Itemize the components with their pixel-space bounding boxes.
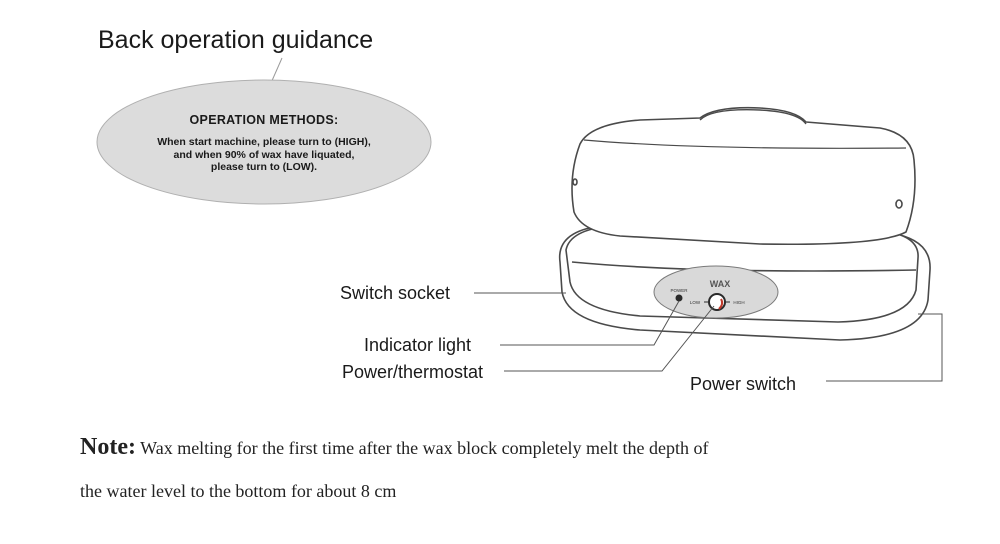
bubble-line-1: When start machine, please turn to (HIGH… (157, 136, 371, 148)
power-text: POWER (670, 288, 688, 293)
device-handle (699, 109, 807, 125)
note-text-1: Wax melting for the first time after the… (140, 438, 709, 458)
label-switch-socket: Switch socket (340, 283, 450, 303)
leader-power-switch (826, 313, 943, 382)
leader-lines (474, 292, 943, 382)
wax-warmer-illustration (558, 106, 931, 341)
bubble-line-2: and when 90% of wax have liquated, (174, 149, 355, 161)
note-text-2: the water level to the bottom for about … (80, 481, 397, 501)
page-title: Back operation guidance (98, 26, 373, 54)
bubble-heading: OPERATION METHODS: (190, 113, 339, 127)
device-lid (571, 106, 916, 246)
control-panel (653, 265, 779, 319)
low-text: LOW (690, 300, 701, 305)
device-side-screw-left (572, 178, 578, 186)
indicator-light-icon (675, 294, 683, 302)
label-indicator-light: Indicator light (364, 335, 471, 355)
note-line-1: Note: Wax melting for the first time aft… (80, 434, 940, 461)
leader-power-thermostat (504, 305, 715, 372)
high-text: HIGH (733, 300, 744, 305)
operation-bubble: OPERATION METHODS: When start machine, p… (96, 57, 432, 205)
note-label: Note: (80, 434, 136, 460)
device-side-screw-right (895, 199, 903, 209)
label-power-switch: Power switch (690, 374, 796, 394)
bubble-line-3: please turn to (LOW). (211, 161, 317, 173)
panel-label: WAX (710, 279, 731, 289)
leader-indicator-light (500, 300, 680, 346)
knob-pointer-icon (718, 298, 724, 310)
note-line-2: the water level to the bottom for about … (80, 481, 940, 502)
bubble-shape (96, 79, 432, 205)
device-lid-seam (583, 139, 907, 149)
label-power-thermostat: Power/thermostat (342, 362, 483, 382)
